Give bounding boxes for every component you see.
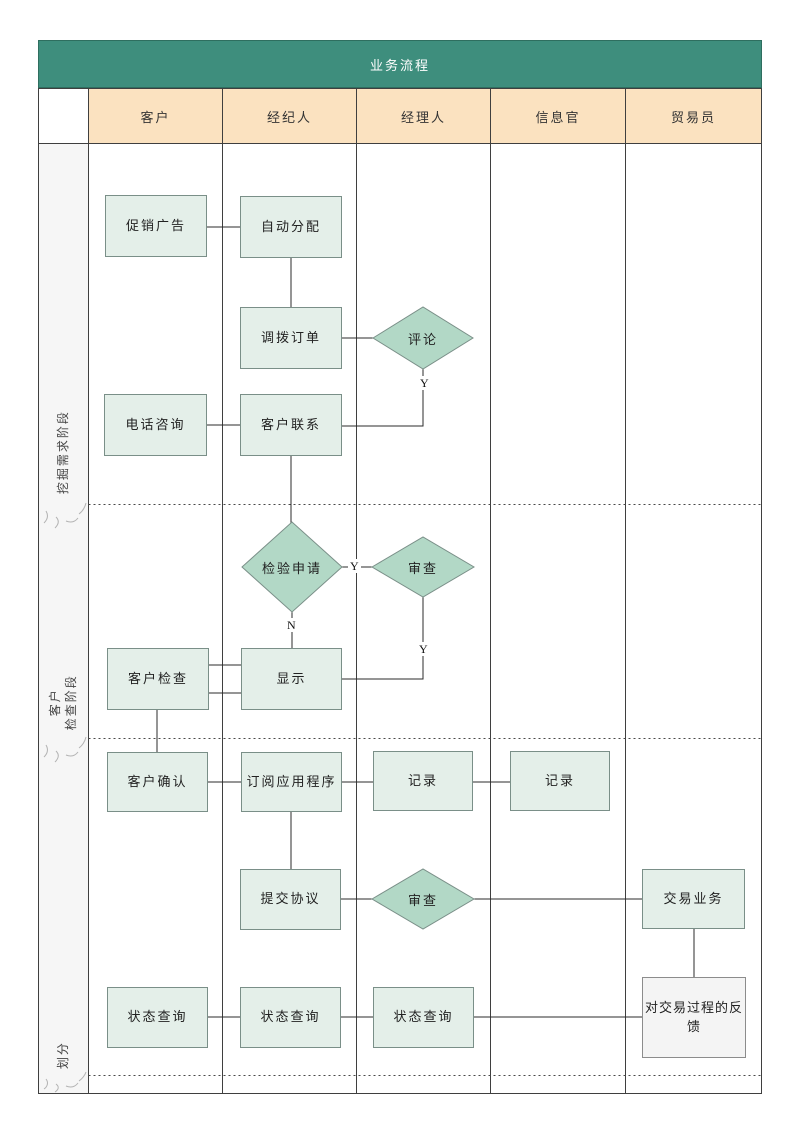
column-header-info-officer: 信息官	[491, 89, 625, 143]
phase-divider-lines	[88, 504, 762, 1076]
review2-diamond-shape	[371, 868, 475, 930]
node-label: 提交协议	[260, 891, 321, 907]
node-comment[interactable]: 评论	[373, 307, 473, 369]
node-label: 客户确认	[127, 773, 188, 789]
node-label: 检验申请	[261, 560, 322, 576]
grid-lines	[38, 88, 762, 1094]
column-header-label: 经理人	[400, 109, 446, 125]
decision-shapes	[241, 306, 475, 930]
node-transfer-order[interactable]: 调拨订单	[240, 307, 342, 369]
node-record-info-officer[interactable]: 记录	[510, 751, 610, 811]
node-label: 自动分配	[260, 218, 321, 234]
node-label: 对交易过程的反馈	[645, 999, 744, 1034]
node-status-query-manager[interactable]: 状态查询	[373, 987, 474, 1048]
phase-column	[39, 144, 88, 1093]
node-label: 审查	[407, 560, 438, 576]
node-label: 状态查询	[393, 1009, 454, 1025]
node-label: 订阅应用程序	[246, 773, 337, 789]
column-header-customer: 客户	[89, 89, 222, 143]
node-label: 状态查询	[127, 1009, 188, 1025]
node-label: 调拨订单	[260, 329, 321, 345]
node-promo-ad[interactable]: 促销广告	[105, 195, 207, 257]
node-customer-contact[interactable]: 客户联系	[240, 394, 342, 456]
node-label: 促销广告	[125, 217, 186, 233]
connector-lines	[156, 226, 695, 1018]
node-review1[interactable]: 审查	[372, 537, 474, 597]
inspection-request-diamond-shape	[241, 521, 343, 613]
edge-label-inspection-no: N	[285, 618, 298, 632]
node-label: 客户联系	[260, 416, 321, 432]
node-record-manager[interactable]: 记录	[373, 751, 473, 811]
node-label: 电话咨询	[125, 416, 186, 432]
node-label: 状态查询	[260, 1009, 321, 1025]
node-status-query-broker[interactable]: 状态查询	[240, 987, 341, 1048]
column-header-label: 贸易员	[670, 109, 716, 125]
node-label: 交易业务	[663, 890, 724, 906]
node-label: 显示	[276, 670, 307, 686]
node-review2[interactable]: 审查	[372, 869, 474, 929]
column-header-label: 信息官	[535, 109, 581, 125]
comment-diamond-shape	[372, 306, 474, 370]
edge-label-review-yes: Y	[417, 642, 430, 656]
node-trade-business[interactable]: 交易业务	[642, 869, 745, 929]
node-label: 审查	[407, 892, 438, 908]
column-header-label: 客户	[140, 109, 171, 125]
node-auto-assign[interactable]: 自动分配	[240, 196, 342, 258]
torn-edge-marks	[43, 502, 87, 1093]
node-submit-agreement[interactable]: 提交协议	[240, 869, 341, 930]
review1-diamond-shape	[371, 536, 475, 598]
edge-label-comment-yes: Y	[418, 376, 431, 390]
page-title: 业务流程	[369, 57, 430, 73]
node-label: 记录	[407, 772, 438, 788]
node-feedback[interactable]: 对交易过程的反馈	[642, 977, 746, 1058]
node-inspection-request[interactable]: 检验申请	[242, 522, 342, 612]
node-phone-consult[interactable]: 电话咨询	[104, 394, 207, 456]
node-label: 客户检查	[127, 670, 188, 686]
node-status-query-customer[interactable]: 状态查询	[107, 987, 208, 1048]
column-header-broker: 经纪人	[223, 89, 356, 143]
node-customer-check[interactable]: 客户检查	[107, 648, 209, 710]
node-customer-confirm[interactable]: 客户确认	[107, 752, 208, 812]
column-header-trader: 贸易员	[626, 89, 761, 143]
node-label: 记录	[544, 772, 575, 788]
node-subscribe-app[interactable]: 订阅应用程序	[241, 752, 342, 812]
column-header-manager: 经理人	[357, 89, 490, 143]
node-label: 评论	[407, 331, 438, 347]
edge-label-inspection-yes: Y	[348, 559, 361, 573]
column-header-label: 经纪人	[266, 109, 312, 125]
title-bar: 业务流程	[38, 40, 762, 88]
node-display[interactable]: 显示	[241, 648, 342, 710]
